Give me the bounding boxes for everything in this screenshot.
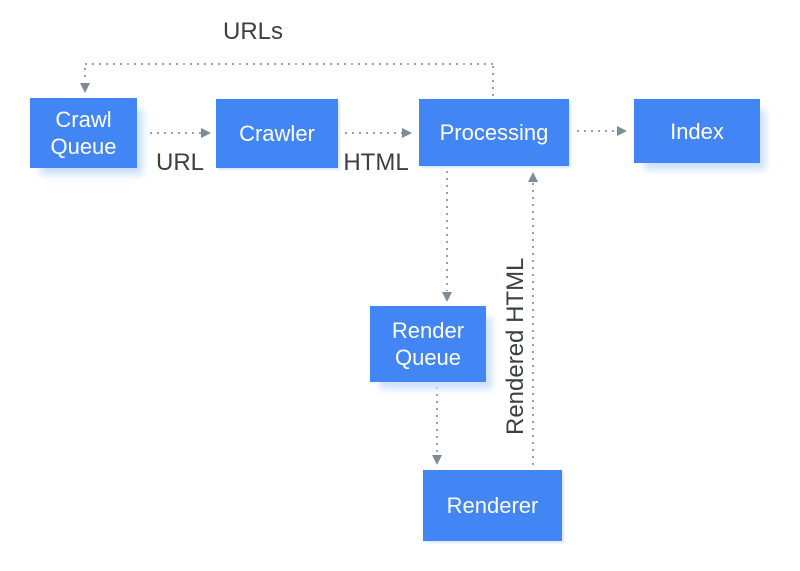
node-render-queue: Render Queue — [370, 306, 486, 382]
edge-crawler-processing-line — [345, 132, 402, 134]
arrowhead-right-icon — [617, 126, 627, 136]
edge-renderqueue-renderer-line — [436, 387, 438, 454]
edge-crawlqueue-crawler-line — [150, 132, 202, 134]
node-crawl-queue: Crawl Queue — [30, 98, 137, 168]
arrowhead-down-icon — [80, 83, 90, 93]
edge-processing-renderqueue-line — [446, 171, 448, 291]
edge-processing-crawlqueue-segment-down — [84, 68, 86, 82]
node-processing: Processing — [419, 99, 569, 166]
node-index: Index — [634, 99, 760, 163]
edge-processing-crawlqueue-segment-across — [85, 63, 493, 65]
node-crawler: Crawler — [216, 99, 338, 168]
edge-renderer-processing-line — [532, 183, 534, 465]
edge-label-urls: URLs — [222, 18, 283, 45]
edge-label-rendered-html: Rendered HTML — [502, 257, 529, 435]
edge-processing-crawlqueue-segment-up — [492, 66, 494, 97]
arrowhead-right-icon — [201, 128, 211, 138]
arrowhead-down-icon — [442, 292, 452, 302]
edge-label-url: URL — [155, 149, 204, 176]
arrowhead-down-icon — [432, 455, 442, 465]
edge-label-html: HTML — [343, 149, 409, 176]
node-renderer: Renderer — [423, 470, 562, 541]
edge-processing-index-line — [577, 130, 617, 132]
arrowhead-right-icon — [402, 128, 412, 138]
arrowhead-up-icon — [528, 172, 538, 182]
